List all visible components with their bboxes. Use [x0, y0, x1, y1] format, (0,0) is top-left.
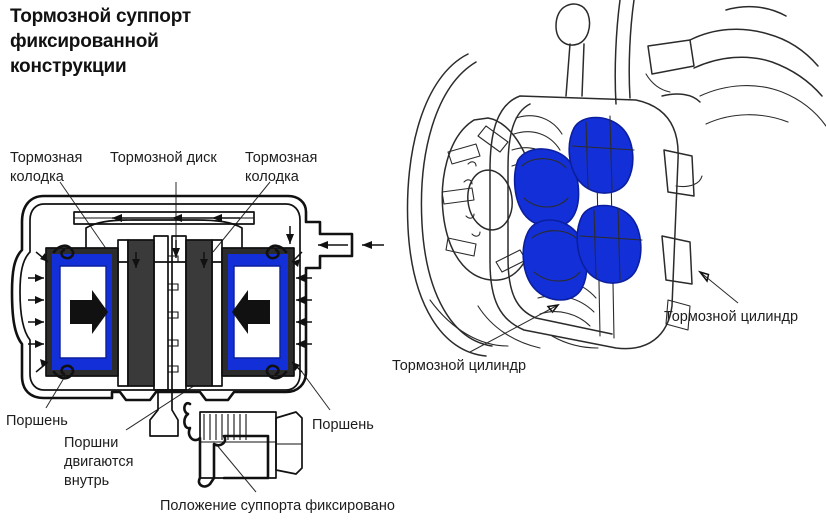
suspension-components: [555, 0, 826, 127]
cylinder-inner-upper: [568, 116, 635, 194]
brake-hose-bracket: [477, 305, 599, 349]
fluid-inlet-port: [318, 241, 384, 249]
cylinder-inner-lower: [576, 204, 643, 284]
label-pad-left: Тормозная колодка: [10, 150, 83, 185]
label-cylinder-right: Тормозной цилиндр: [664, 309, 799, 325]
piston-right: [221, 244, 295, 380]
label-disc: Тормозной диск: [110, 150, 217, 166]
cylinder-outer-lower: [522, 219, 588, 301]
piston-left: [45, 244, 119, 380]
caliper-body-outer: [10, 194, 354, 402]
brake-disc-rotor: [149, 235, 187, 437]
pressure-arrows-left: [28, 251, 49, 373]
title-line-1: Тормозной суппорт: [10, 6, 191, 27]
cylinder-outer-upper: [513, 148, 580, 229]
caliper-cylinders: [513, 116, 643, 301]
fluid-gallery: [73, 211, 294, 263]
title-line-3: конструкции: [10, 56, 127, 78]
brake-rotor-disc: [406, 53, 509, 357]
label-piston-left: Поршень: [6, 413, 68, 429]
title-line-2: фиксированной: [10, 31, 159, 53]
brake-pad-left: [117, 239, 155, 387]
caliper-mounting-bolt: [183, 401, 303, 488]
brake-pad-right: [185, 239, 223, 387]
label-piston-right: Поршень: [312, 417, 374, 433]
pressure-arrows-right: [291, 251, 312, 373]
label-caliper-fixed: Положение суппорта фиксировано: [160, 498, 395, 514]
label-cylinder-lower-left: Тормозной цилиндр: [392, 358, 527, 374]
label-pad-right: Тормозная колодка: [245, 150, 318, 185]
page-title: Тормозной суппорт фиксированной конструкци…: [10, 4, 310, 79]
label-pistons-move-inward: Поршни двигаются внутрь: [64, 435, 134, 489]
